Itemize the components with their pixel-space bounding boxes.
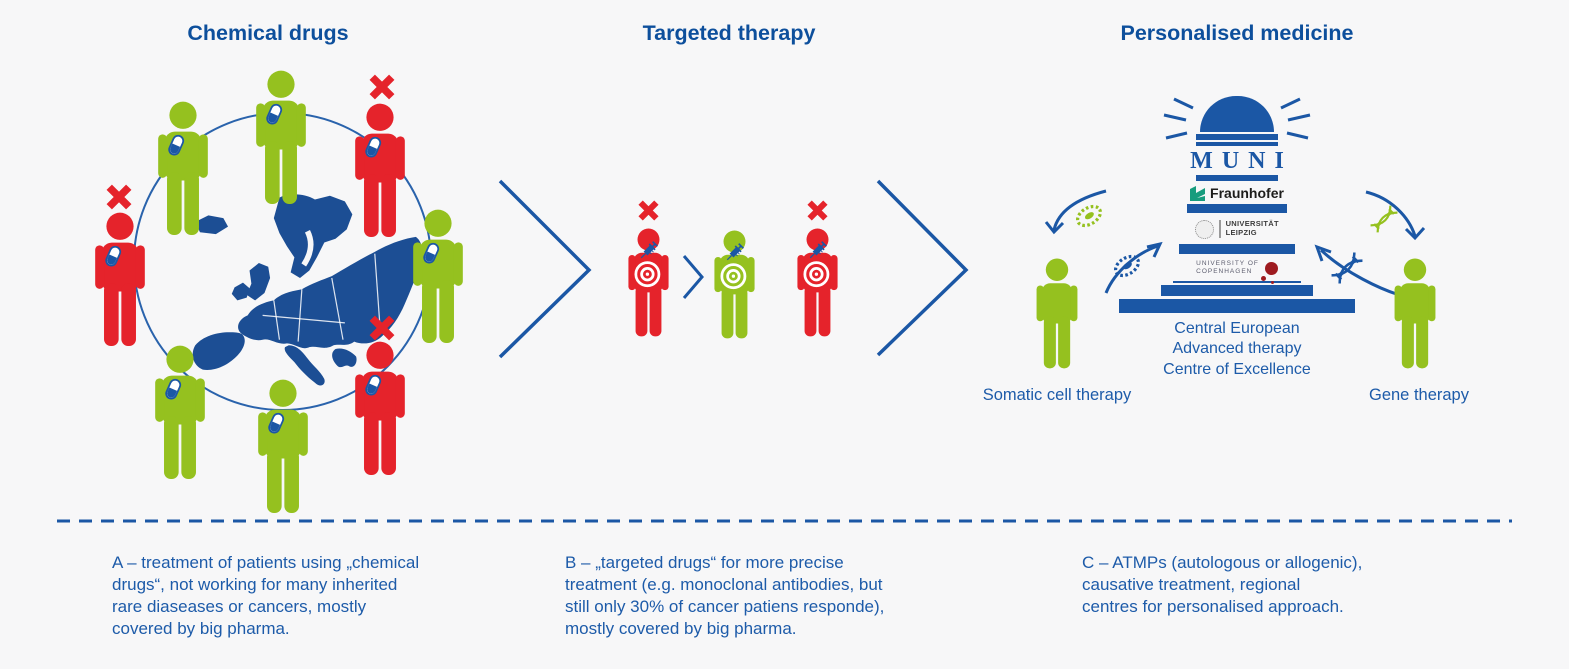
leipzig-seal-icon <box>1195 219 1215 239</box>
italy-shape <box>284 345 325 386</box>
building-bar <box>1196 142 1278 146</box>
non-responder-x-icon <box>106 184 132 210</box>
cell-icon-green <box>1072 200 1106 232</box>
greece-shape <box>332 348 357 368</box>
footnote-c: C – ATMPs (autologous or allogenic), cau… <box>1082 553 1363 617</box>
dna-icon-green <box>1369 204 1399 234</box>
gene-therapy-label: Gene therapy <box>1369 386 1469 404</box>
britain-shape <box>246 263 271 301</box>
chevron-arrow-2 <box>876 179 969 357</box>
fraunhofer-logo: Fraunhofer <box>1190 185 1284 201</box>
patient-figure <box>355 341 405 475</box>
somatic-therapy-patient-figure <box>1036 258 1078 369</box>
patient-figure <box>256 70 306 204</box>
title-targeted-therapy: Targeted therapy <box>642 21 816 45</box>
footnote-b: B – „targeted drugs“ for more precise tr… <box>565 553 885 639</box>
patient-figure <box>258 379 308 513</box>
somatic-cell-therapy-label: Somatic cell therapy <box>982 386 1132 404</box>
arrow-centre-to-patient-right <box>1365 190 1417 237</box>
muni-logo: MUNI <box>1190 148 1293 174</box>
footnote-a: A – treatment of patients using „chemica… <box>112 553 420 639</box>
coe-name: Central European Advanced therapy Centre… <box>1163 320 1311 378</box>
title-personalised-medicine: Personalised medicine <box>1120 21 1354 45</box>
building-bar <box>1173 281 1301 283</box>
iceland-shape <box>195 215 229 235</box>
chevron-arrow-1 <box>498 179 592 359</box>
fraunhofer-label: Fraunhofer <box>1210 185 1284 201</box>
title-chemical-drugs: Chemical drugs <box>187 21 349 45</box>
arrow-centre-to-patient <box>1052 189 1107 231</box>
fraunhofer-glyph-icon <box>1190 185 1206 201</box>
building-bar <box>1187 204 1287 213</box>
leipzig-logo: UNIVERSITÄT LEIPZIG <box>1195 217 1279 241</box>
patient-figure <box>413 209 463 343</box>
patient-figure <box>95 212 145 346</box>
iberia-shape <box>192 332 245 370</box>
scandinavia-shape <box>273 194 353 278</box>
building-bar <box>1179 244 1295 254</box>
copenhagen-logo: UNIVERSITY OF COPENHAGEN <box>1196 258 1278 284</box>
copenhagen-seal-icon <box>1260 261 1278 284</box>
dome-icon <box>1200 96 1274 132</box>
divider <box>1219 220 1221 238</box>
patient-figure <box>155 345 205 479</box>
targeted-patient-figure <box>797 228 838 337</box>
non-responder-x-icon <box>638 200 659 221</box>
leipzig-label: UNIVERSITÄT LEIPZIG <box>1225 219 1279 237</box>
chevron-arrow-small <box>682 255 704 299</box>
building-bar <box>1161 285 1313 296</box>
building-bar <box>1196 175 1278 181</box>
building-base-bar <box>1119 299 1355 313</box>
non-responder-x-icon <box>807 200 828 221</box>
non-responder-x-icon <box>369 315 395 341</box>
targeted-patient-figure <box>714 230 755 339</box>
building-bar <box>1196 134 1278 140</box>
coe-building: MUNI Fraunhofer UNIVERSITÄT LEIPZIG UNIV… <box>1107 96 1367 313</box>
copenhagen-label: UNIVERSITY OF COPENHAGEN <box>1196 259 1259 275</box>
patient-figure <box>158 101 208 235</box>
targeted-patient-figure <box>628 228 669 337</box>
non-responder-x-icon <box>369 74 395 100</box>
ireland-shape <box>231 282 250 301</box>
gene-therapy-patient-figure <box>1394 258 1436 369</box>
